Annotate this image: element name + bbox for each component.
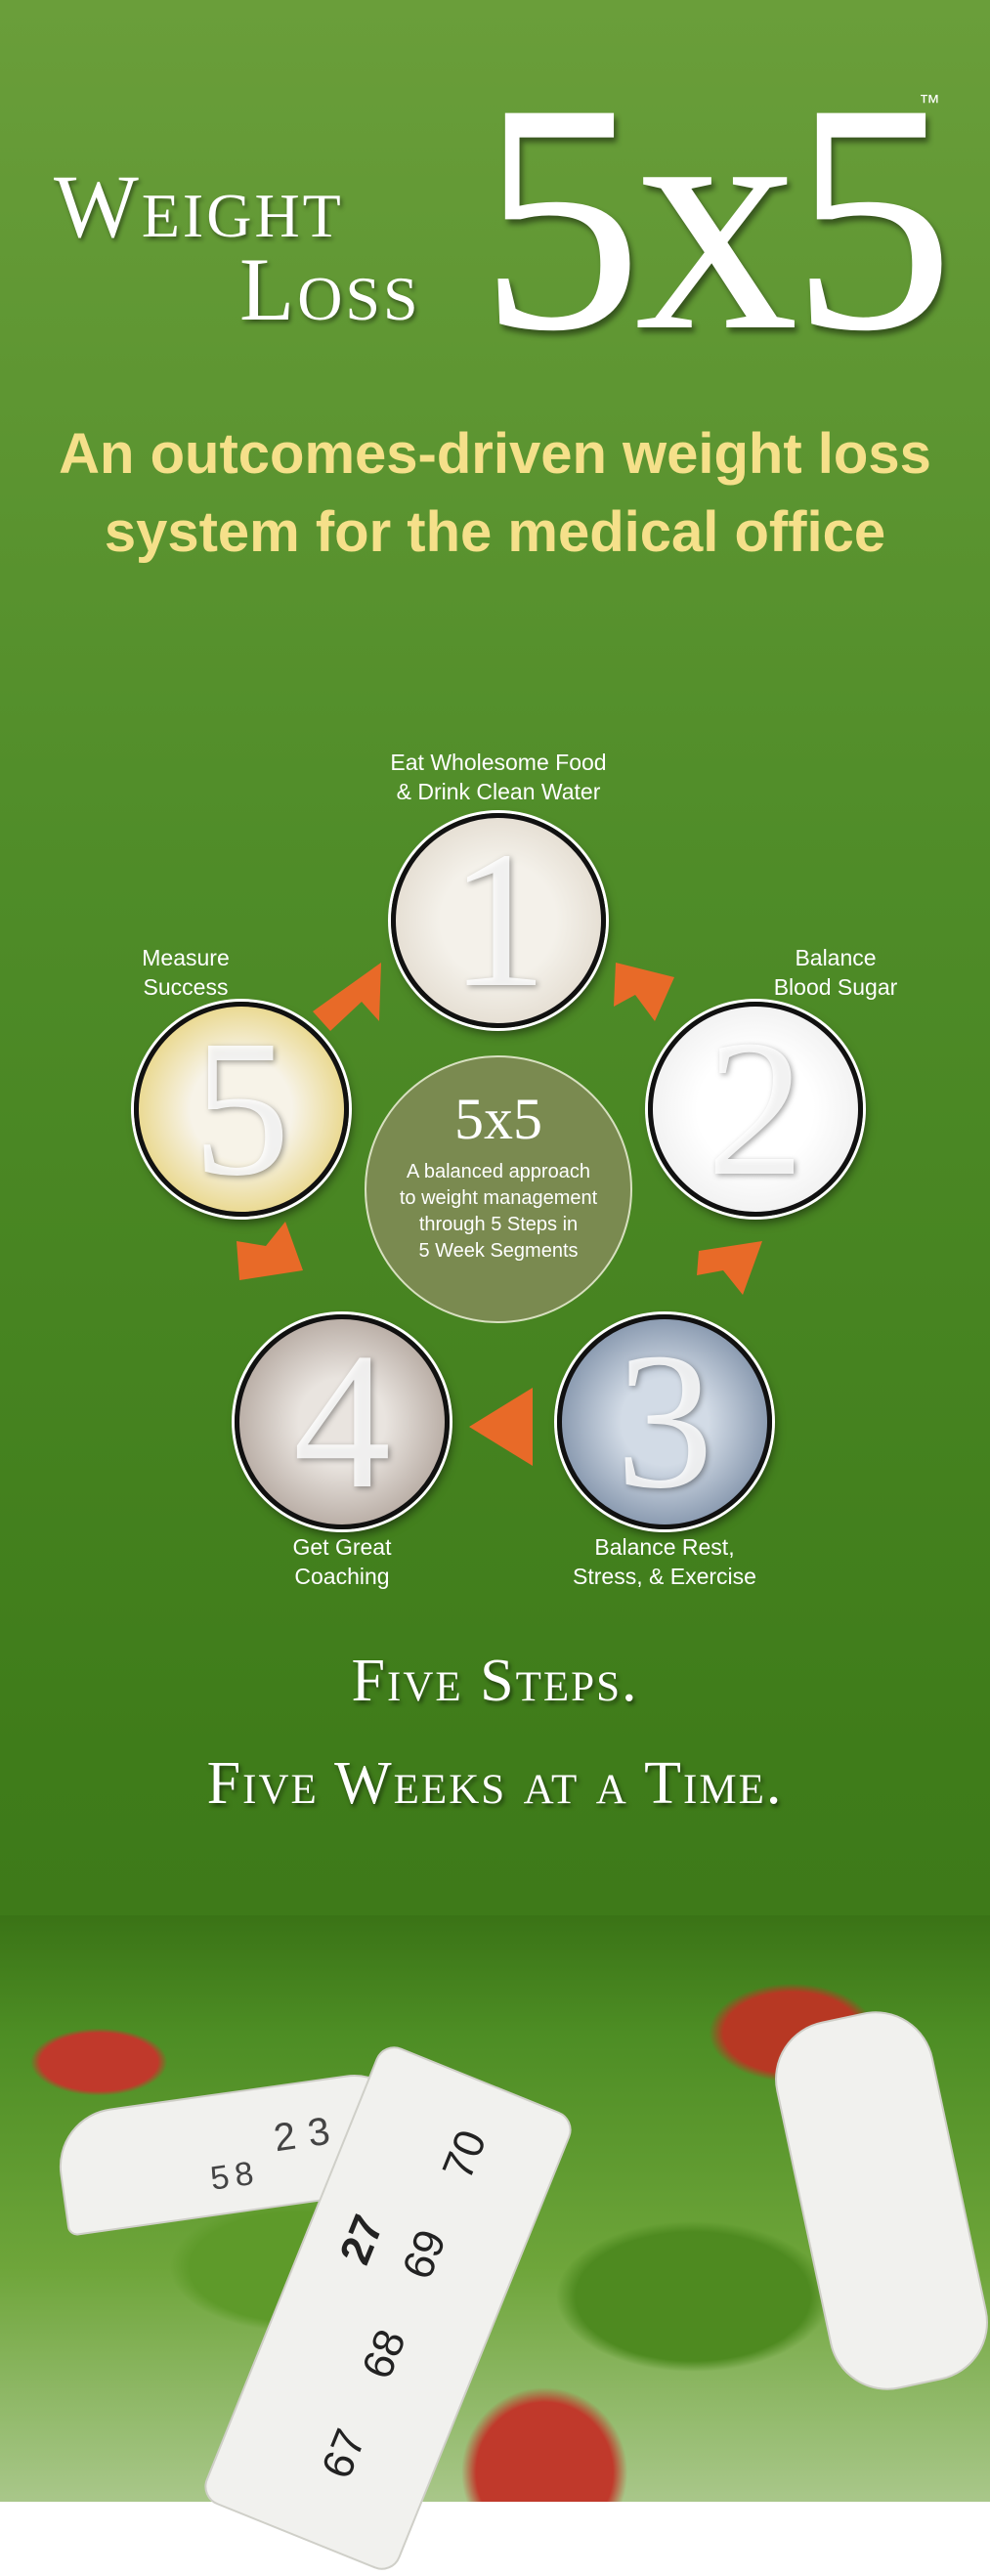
step-5-tape-image: 5 [134, 1002, 349, 1217]
step-4-label: Get Great Coaching [292, 1534, 392, 1589]
step-1-label: Eat Wholesome Food & Drink Clean Water [390, 750, 607, 804]
step-3-exercise-image: 3 [557, 1314, 772, 1529]
logo-word-loss: Loss [239, 239, 421, 339]
arrow-5-to-1 [313, 963, 381, 1031]
cycle-arrows [237, 963, 762, 1466]
step-2-number: 2 [707, 1002, 804, 1217]
step-2-shake-image: 2 [648, 1002, 863, 1217]
center-description: A balanced approach to weight management… [399, 1161, 598, 1262]
step-5-number: 5 [193, 1002, 290, 1217]
tagline: An outcomes-driven weight loss system fo… [39, 415, 951, 572]
center-circle: 5x5 A balanced approach to weight manage… [365, 1055, 632, 1323]
arrow-3-to-4 [469, 1388, 533, 1466]
salad-photo: 2 3 5 8 70 69 27 68 67 [0, 1915, 990, 2576]
step-1-number: 1 [450, 813, 547, 1028]
step-4-coaching-image: 4 [235, 1314, 450, 1529]
step-3-number: 3 [616, 1314, 713, 1529]
trademark-symbol: ™ [919, 90, 940, 114]
center-title: 5x5 [454, 1087, 542, 1151]
arrow-2-to-3 [697, 1241, 762, 1295]
step-3-label: Balance Rest, Stress, & Exercise [573, 1534, 756, 1589]
logo-word-weight: Weight [54, 156, 344, 256]
tagline-line-1: An outcomes-driven weight loss [59, 422, 931, 486]
slogan-line-2: Five Weeks at a Time. [206, 1750, 784, 1817]
step-5-label: Measure Success [142, 945, 230, 1000]
step-1-food-image: 1 [391, 813, 606, 1028]
arrow-4-to-5 [237, 1222, 303, 1280]
slogan-line-1: Five Steps. [351, 1648, 639, 1714]
measuring-tape-right [763, 2000, 990, 2401]
tagline-line-2: system for the medical office [104, 500, 886, 564]
step-2-label: Balance Blood Sugar [773, 945, 898, 1000]
arrow-1-to-2 [614, 963, 674, 1021]
step-4-number: 4 [293, 1314, 391, 1529]
logo-mark-5x5: 5x5 [479, 36, 954, 399]
